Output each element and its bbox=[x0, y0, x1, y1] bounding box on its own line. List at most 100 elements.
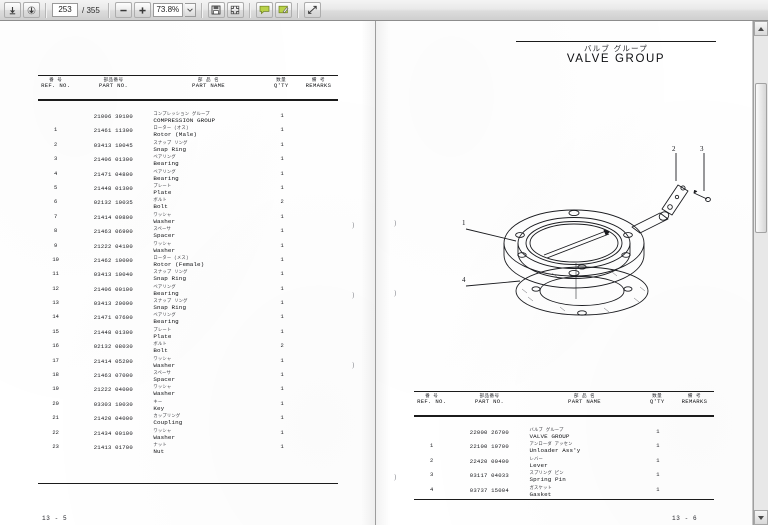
toolbar-separator bbox=[45, 2, 47, 18]
part-name-jp: ボルト bbox=[153, 342, 167, 348]
table-rule-header bbox=[414, 415, 714, 417]
cell-ref-no: 6 bbox=[54, 199, 58, 206]
part-name-jp: プレート bbox=[153, 327, 172, 333]
cell-ref-no: 3 bbox=[54, 156, 58, 163]
cell-remarks bbox=[300, 444, 338, 458]
first-page-button[interactable] bbox=[4, 2, 21, 18]
cell-ref-no: 7 bbox=[54, 213, 58, 220]
column-header-part-name: 部 品 名 PART NAME bbox=[530, 394, 640, 406]
part-name-en: Rotor (Female) bbox=[153, 260, 205, 268]
column-header-qty: 数量 Q'TY bbox=[263, 78, 298, 90]
cell-ref-no: 16 bbox=[52, 343, 59, 350]
part-name-en: VALVE GROUP bbox=[529, 433, 570, 440]
cell-ref-no: 3 bbox=[429, 472, 434, 479]
part-name-en: Unloader Ass'y bbox=[529, 447, 581, 455]
zoom-out-button[interactable] bbox=[114, 2, 132, 18]
cell-remarks bbox=[300, 113, 338, 127]
table-rule-top bbox=[38, 75, 338, 76]
cell-part-no: 21434 00100 bbox=[93, 429, 133, 437]
cell-ref-no: 4 bbox=[54, 170, 58, 177]
part-name-jp: ワッシャ bbox=[153, 385, 172, 391]
cell-part-no: 03413 10040 bbox=[93, 271, 133, 279]
cell-ref-no bbox=[414, 429, 449, 443]
cell-qty: 2 bbox=[280, 343, 284, 350]
cell-ref-no: 21 bbox=[52, 415, 59, 422]
part-name-en: Bolt bbox=[153, 347, 168, 355]
cell-remarks bbox=[300, 329, 338, 343]
cell-qty: 1 bbox=[280, 372, 284, 379]
part-name-en: Washer bbox=[153, 390, 176, 398]
part-name-jp: ワッシャ bbox=[153, 212, 172, 218]
fit-page-icon bbox=[231, 5, 240, 15]
column-header-part-name: 部 品 名 PART NAME bbox=[154, 78, 264, 90]
comment-button[interactable] bbox=[255, 2, 273, 18]
cell-ref-no: 4 bbox=[429, 486, 434, 493]
cell-qty: 1 bbox=[280, 443, 284, 450]
cell-remarks bbox=[300, 228, 338, 242]
cell-remarks bbox=[300, 314, 338, 328]
document-viewer[interactable]: 番 号 REF. NO. 部品番号 PART NO. 部 品 名 PART NA… bbox=[0, 21, 768, 525]
page-folio-left: 13 - 5 bbox=[42, 515, 68, 522]
cell-qty: 1 bbox=[280, 113, 284, 119]
column-header-en: PART NAME bbox=[192, 82, 225, 90]
cell-qty: 1 bbox=[656, 443, 660, 450]
fit-page-button[interactable] bbox=[226, 2, 244, 18]
cell-part-no: 22100 19700 bbox=[469, 443, 509, 451]
zoom-in-button[interactable] bbox=[133, 2, 151, 18]
cell-remarks bbox=[300, 243, 338, 257]
part-name-en: Key bbox=[153, 404, 165, 412]
cell-ref-no: 1 bbox=[54, 127, 58, 134]
cell-remarks bbox=[300, 171, 338, 185]
cell-qty: 1 bbox=[656, 486, 660, 493]
scroll-up-button[interactable] bbox=[754, 21, 768, 36]
cell-qty: 1 bbox=[280, 256, 284, 263]
fullscreen-button[interactable] bbox=[303, 2, 321, 18]
cell-part-name: ローター (メス)Rotor (Female) bbox=[153, 256, 264, 271]
cell-remarks bbox=[300, 286, 338, 300]
zoom-level-input[interactable] bbox=[152, 3, 183, 17]
column-header-jp: 数量 bbox=[276, 78, 287, 83]
vertical-scrollbar[interactable] bbox=[753, 21, 768, 525]
zoom-dropdown-button[interactable] bbox=[184, 3, 196, 17]
part-name-en: Spring Pin bbox=[529, 476, 566, 484]
scrollbar-thumb[interactable] bbox=[755, 83, 767, 233]
cell-ref-no: 11 bbox=[52, 271, 59, 278]
cell-part-no: 02132 08030 bbox=[93, 343, 133, 351]
previous-page-button[interactable] bbox=[23, 2, 40, 18]
cell-part-no: 03117 04033 bbox=[469, 472, 509, 480]
column-header-en: PART NO. bbox=[474, 398, 505, 406]
cell-part-no: 03737 15004 bbox=[469, 486, 509, 494]
cell-part-no: 22420 00400 bbox=[469, 457, 509, 465]
cell-remarks bbox=[300, 343, 338, 357]
diagram-callout-3: 3 bbox=[700, 145, 704, 153]
part-name-en: Washer bbox=[153, 433, 176, 441]
column-header-en: REMARKS bbox=[305, 82, 332, 90]
cell-ref-no: 2 bbox=[429, 457, 434, 464]
part-name-en: Nut bbox=[153, 447, 165, 455]
cell-ref-no: 2 bbox=[54, 141, 58, 148]
cell-ref-no: 10 bbox=[52, 256, 59, 263]
cell-ref-no: 5 bbox=[54, 184, 58, 191]
cell-part-no: 22000 26700 bbox=[469, 429, 509, 436]
cell-qty: 1 bbox=[280, 357, 284, 364]
toolbar-separator bbox=[296, 2, 299, 18]
page-number-input[interactable] bbox=[52, 3, 78, 17]
cell-remarks bbox=[300, 214, 338, 228]
cell-remarks bbox=[675, 487, 714, 501]
part-name-jp: ベアリング bbox=[153, 284, 176, 290]
save-button[interactable] bbox=[207, 2, 225, 18]
scroll-down-button[interactable] bbox=[754, 510, 768, 525]
annotate-button[interactable] bbox=[274, 2, 292, 18]
part-name-jp: スナップ リング bbox=[153, 270, 188, 276]
